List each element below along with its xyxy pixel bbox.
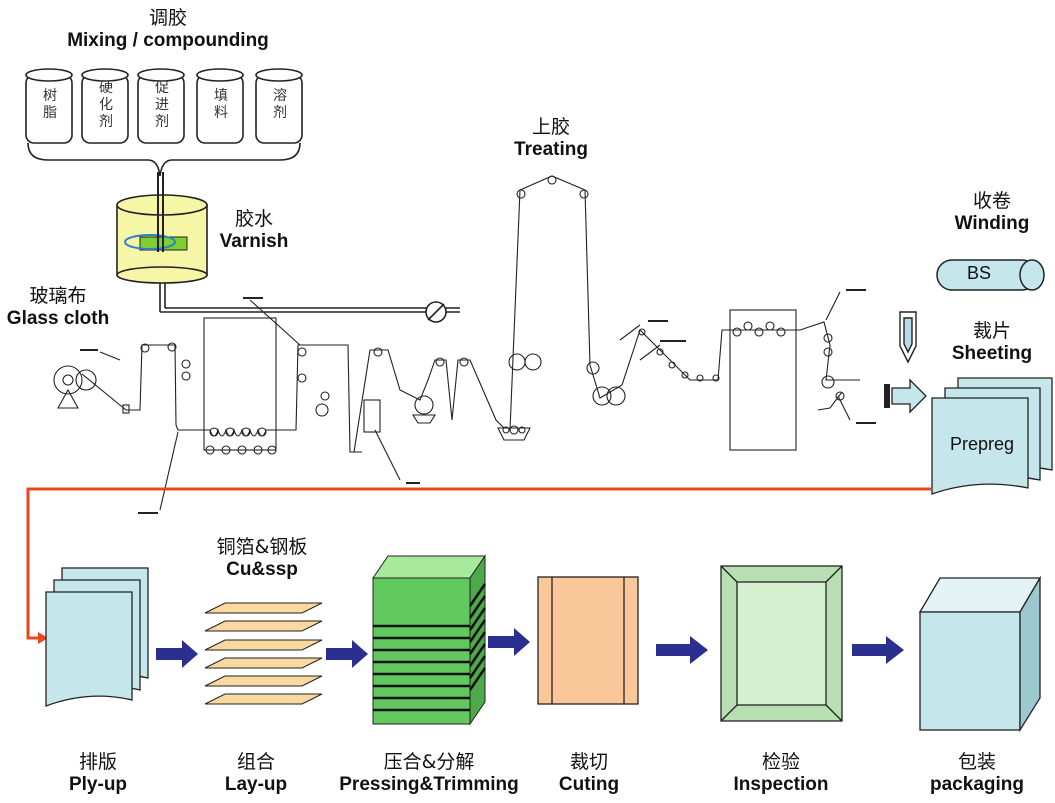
- drum-label: 填料: [214, 88, 228, 121]
- cutter-knife-icon: [899, 311, 917, 364]
- drum: [81, 68, 129, 144]
- inspection-panel: [720, 565, 843, 722]
- sheeting-feed-arrow: [884, 378, 927, 414]
- prepreg-stack: [931, 377, 1053, 495]
- arrow-icon: [852, 636, 904, 664]
- packaging-box: [918, 575, 1042, 733]
- drum: [137, 68, 185, 144]
- arrow-icon: [156, 640, 198, 668]
- process-arrows: [156, 628, 904, 668]
- arrow-icon: [326, 640, 368, 668]
- winding-roll: [936, 259, 1045, 291]
- drum-label: 树脂: [43, 88, 57, 121]
- varnish-pipe: [159, 283, 460, 323]
- bs-roll-label: BS: [967, 263, 992, 283]
- drum-label: 促进剂: [155, 80, 169, 130]
- collect-bracket: [27, 142, 301, 177]
- layup-plates: [204, 602, 323, 705]
- cutting-panel: [537, 576, 639, 705]
- arrow-icon: [488, 628, 530, 656]
- treater-line: [53, 175, 860, 511]
- plyup-stack: [45, 567, 149, 707]
- drum: [255, 68, 303, 144]
- equipment-notes: [80, 289, 876, 514]
- mixing-drums: [25, 68, 303, 144]
- flow-connector: [26, 487, 932, 644]
- pressing-block: [372, 554, 487, 726]
- drum: [25, 68, 73, 144]
- drum: [196, 68, 244, 144]
- drum-label: 硬化剂: [99, 80, 113, 130]
- drum-label: 溶剂: [273, 88, 287, 121]
- varnish-tank: [116, 172, 208, 284]
- arrow-icon: [656, 636, 708, 664]
- prepreg-label: Prepreg: [950, 434, 1015, 454]
